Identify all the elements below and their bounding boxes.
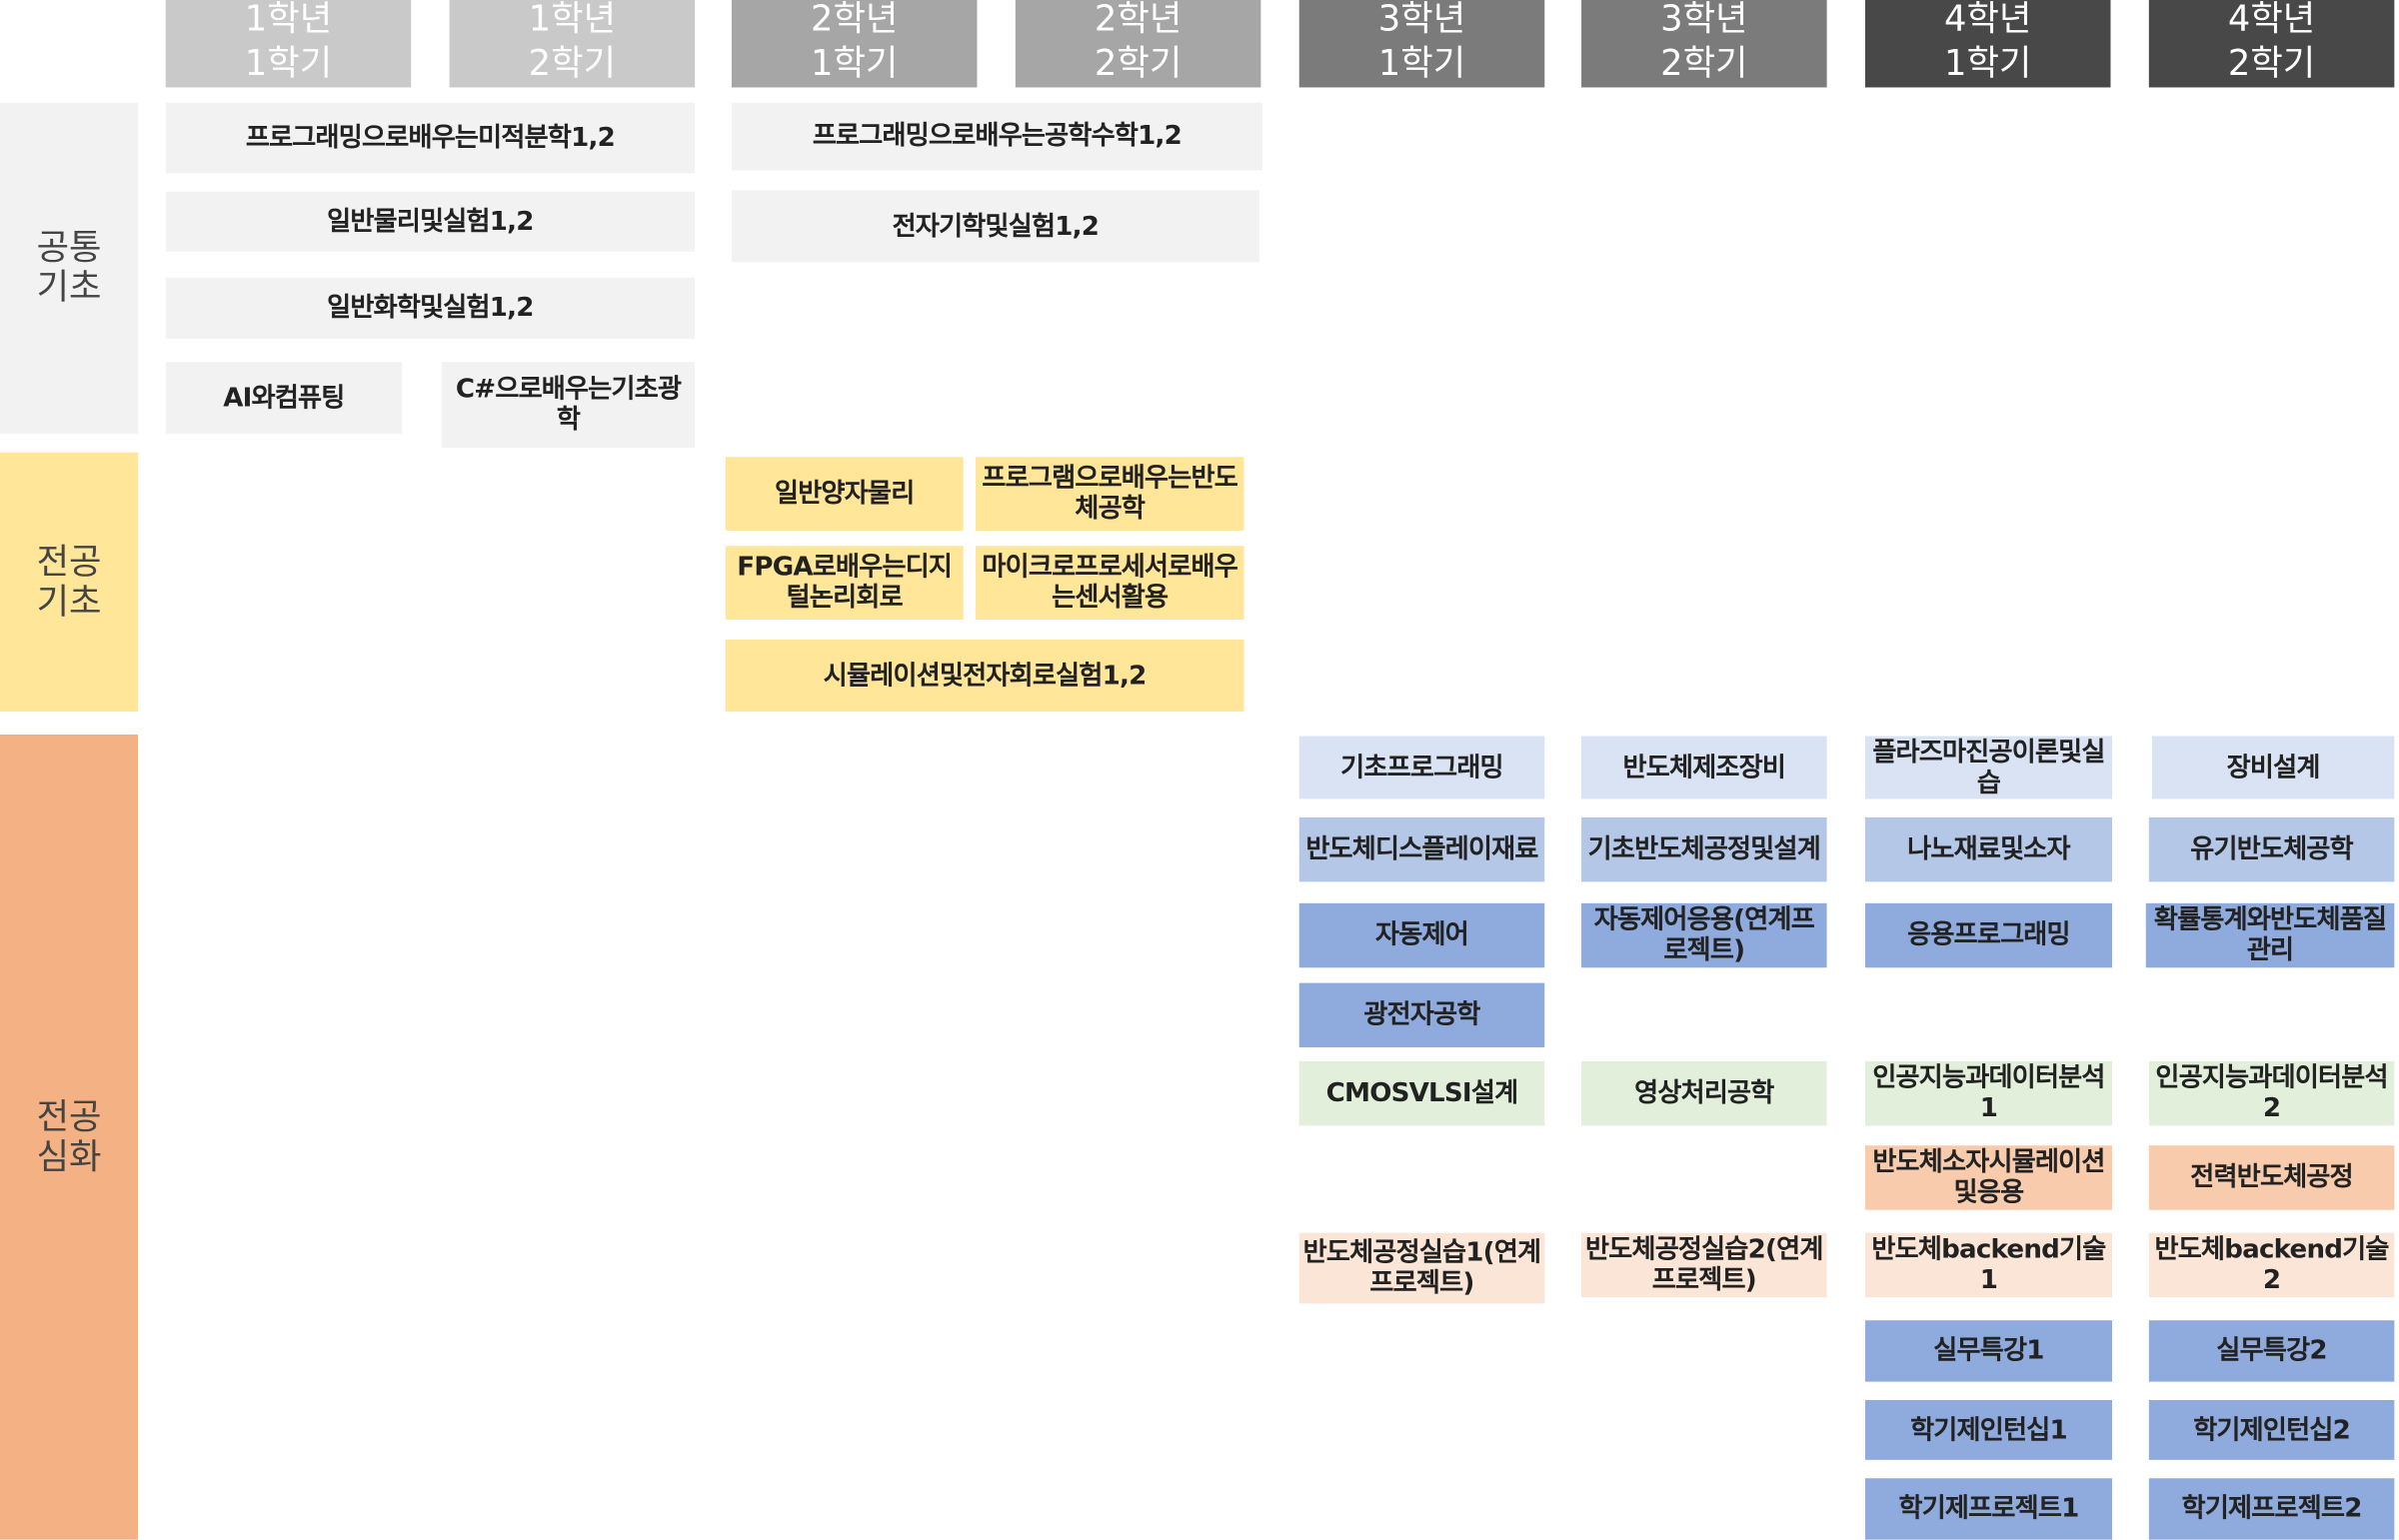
header-y3-s2: 3학년 2학기	[1581, 0, 1827, 88]
category-label: 공통	[36, 228, 102, 269]
category-major-advanced: 전공 심화	[0, 735, 139, 1540]
course-box[interactable]: 반도체소자시뮬레이션및응용	[1864, 1145, 2113, 1210]
course-box[interactable]: FPGA로배우는디지털논리회로	[725, 546, 964, 620]
header-y1-s2: 1학년 2학기	[449, 0, 696, 88]
header-term: 2학기	[1660, 43, 1748, 84]
category-label: 기초	[36, 582, 102, 623]
header-term: 2학기	[1094, 43, 1183, 84]
header-year: 2학년	[1094, 0, 1183, 40]
course-box[interactable]: 인공지능과데이터분석1	[1864, 1060, 2113, 1126]
course-box[interactable]: 프로그래밍으로배우는미적분학1,2	[165, 102, 696, 174]
course-box[interactable]: AI와컴퓨팅	[165, 362, 403, 435]
course-box[interactable]: 프로그램으로배우는반도체공학	[975, 457, 1244, 531]
course-box[interactable]: 반도체공정실습1(연계프로젝트)	[1298, 1232, 1545, 1304]
course-box[interactable]: 일반화학및실험1,2	[165, 277, 696, 340]
course-box[interactable]: 반도체디스플레이재료	[1298, 816, 1545, 882]
course-box[interactable]: 인공지능과데이터분석2	[2148, 1060, 2395, 1126]
course-box[interactable]: 프로그래밍으로배우는공학수학1,2	[731, 102, 1262, 171]
course-box[interactable]: 자동제어	[1298, 902, 1545, 968]
course-box[interactable]: 학기제인턴십2	[2148, 1399, 2395, 1460]
header-term: 1학기	[1944, 43, 2032, 84]
category-label: 기초	[36, 268, 102, 309]
course-box[interactable]: 기초반도체공정및설계	[1581, 816, 1827, 882]
header-term: 2학기	[528, 43, 617, 84]
category-major-basic: 전공 기초	[0, 452, 139, 713]
header-year: 4학년	[1944, 0, 2032, 40]
header-year: 2학년	[811, 0, 899, 40]
header-term: 1학기	[811, 43, 899, 84]
header-y3-s1: 3학년 1학기	[1298, 0, 1545, 88]
course-box[interactable]: 일반물리및실험1,2	[165, 191, 696, 252]
header-year: 4학년	[2227, 0, 2316, 40]
header-y2-s2: 2학년 2학기	[1015, 0, 1261, 88]
course-box[interactable]: 기초프로그래밍	[1298, 736, 1545, 799]
course-box[interactable]: 장비설계	[2151, 736, 2395, 799]
course-box[interactable]: 광전자공학	[1298, 982, 1545, 1048]
course-box[interactable]: 반도체공정실습2(연계프로젝트)	[1581, 1232, 1827, 1298]
course-box[interactable]: 마이크로프로세서로배우는센서활용	[975, 546, 1244, 620]
course-box[interactable]: C#으로배우는기초광학	[441, 362, 696, 449]
course-box[interactable]: 반도체제조장비	[1581, 736, 1827, 799]
course-box[interactable]: 유기반도체공학	[2148, 816, 2395, 882]
header-term: 2학기	[2227, 43, 2316, 84]
course-box[interactable]: 플라즈마진공이론및실습	[1864, 736, 2113, 799]
course-box[interactable]: CMOSVLSI설계	[1298, 1060, 1545, 1126]
category-label: 전공	[36, 1096, 102, 1137]
course-box[interactable]: 학기제프로젝트1	[1864, 1478, 2113, 1540]
header-year: 3학년	[1660, 0, 1748, 40]
course-box[interactable]: 일반양자물리	[725, 457, 964, 531]
course-box[interactable]: 반도체backend기술2	[2148, 1232, 2395, 1298]
header-term: 1학기	[244, 43, 333, 84]
course-box[interactable]: 응용프로그래밍	[1864, 902, 2113, 968]
category-common-basic: 공통 기초	[0, 102, 139, 435]
course-box[interactable]: 나노재료및소자	[1864, 816, 2113, 882]
course-box[interactable]: 실무특강2	[2148, 1320, 2395, 1382]
course-box[interactable]: 확률통계와반도체품질관리	[2145, 902, 2395, 968]
category-label: 전공	[36, 542, 102, 583]
header-term: 1학기	[1377, 43, 1466, 84]
course-box[interactable]: 전력반도체공정	[2148, 1145, 2395, 1210]
header-y4-s1: 4학년 1학기	[1864, 0, 2111, 88]
course-box[interactable]: 실무특강1	[1864, 1320, 2113, 1382]
header-year: 3학년	[1377, 0, 1466, 40]
header-y4-s2: 4학년 2학기	[2148, 0, 2395, 88]
header-y2-s1: 2학년 1학기	[731, 0, 978, 88]
header-y1-s1: 1학년 1학기	[165, 0, 412, 88]
category-label: 심화	[36, 1136, 102, 1177]
course-box[interactable]: 학기제프로젝트2	[2148, 1478, 2395, 1540]
course-box[interactable]: 학기제인턴십1	[1864, 1399, 2113, 1460]
course-box[interactable]: 시뮬레이션및전자회로실험1,2	[725, 639, 1244, 713]
course-box[interactable]: 전자기학및실험1,2	[731, 190, 1259, 263]
header-year: 1학년	[528, 0, 617, 40]
course-box[interactable]: 자동제어응용(연계프로젝트)	[1581, 902, 1827, 968]
course-box[interactable]: 영상처리공학	[1581, 1060, 1827, 1126]
header-year: 1학년	[244, 0, 333, 40]
course-box[interactable]: 반도체backend기술1	[1864, 1232, 2113, 1298]
